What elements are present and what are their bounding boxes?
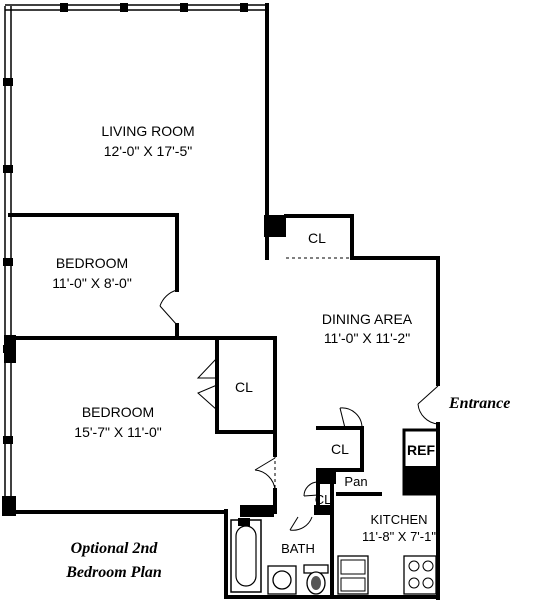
dining-area-dims: 11'-0" X 11'-2" [324,330,410,346]
walls [4,3,440,600]
openings [274,257,352,490]
bath-label: BATH [281,541,315,556]
closet-bedroom-label: CL [235,379,253,395]
bedroom-small-label: BEDROOM [56,255,128,271]
refrigerator-label: REF [407,442,435,458]
bedroom-large-dims: 15'-7" X 11'-0" [74,424,161,440]
living-room-label: LIVING ROOM [101,123,194,139]
closet-living-label: CL [308,230,326,246]
closet-kitchen-label: CL [331,441,349,457]
entrance-label: Entrance [448,395,510,412]
toilet-fixture [303,564,329,595]
living-room-dims: 12'-0" X 17'-5" [104,143,192,159]
window-wall-left [2,6,16,516]
caption-line-1: Optional 2nd [71,540,159,557]
window-wall-top [5,3,267,12]
sink-fixture [267,565,297,595]
bedroom-small-dims: 11'-0" X 8'-0" [52,275,132,291]
pantry-label: Pan [344,474,367,489]
caption-line-2: Bedroom Plan [65,564,162,581]
door-swings [159,289,439,531]
closet-bath-label: CL [315,492,332,507]
kitchen-dims: 11'-8" X 7'-1" [362,529,436,544]
bathtub [230,518,262,593]
dining-area-label: DINING AREA [322,311,413,327]
stove-fixture [403,555,437,595]
bedroom-large-label: BEDROOM [82,404,154,420]
kitchen-sink-fixture [337,555,369,595]
kitchen-label: KITCHEN [370,512,427,527]
